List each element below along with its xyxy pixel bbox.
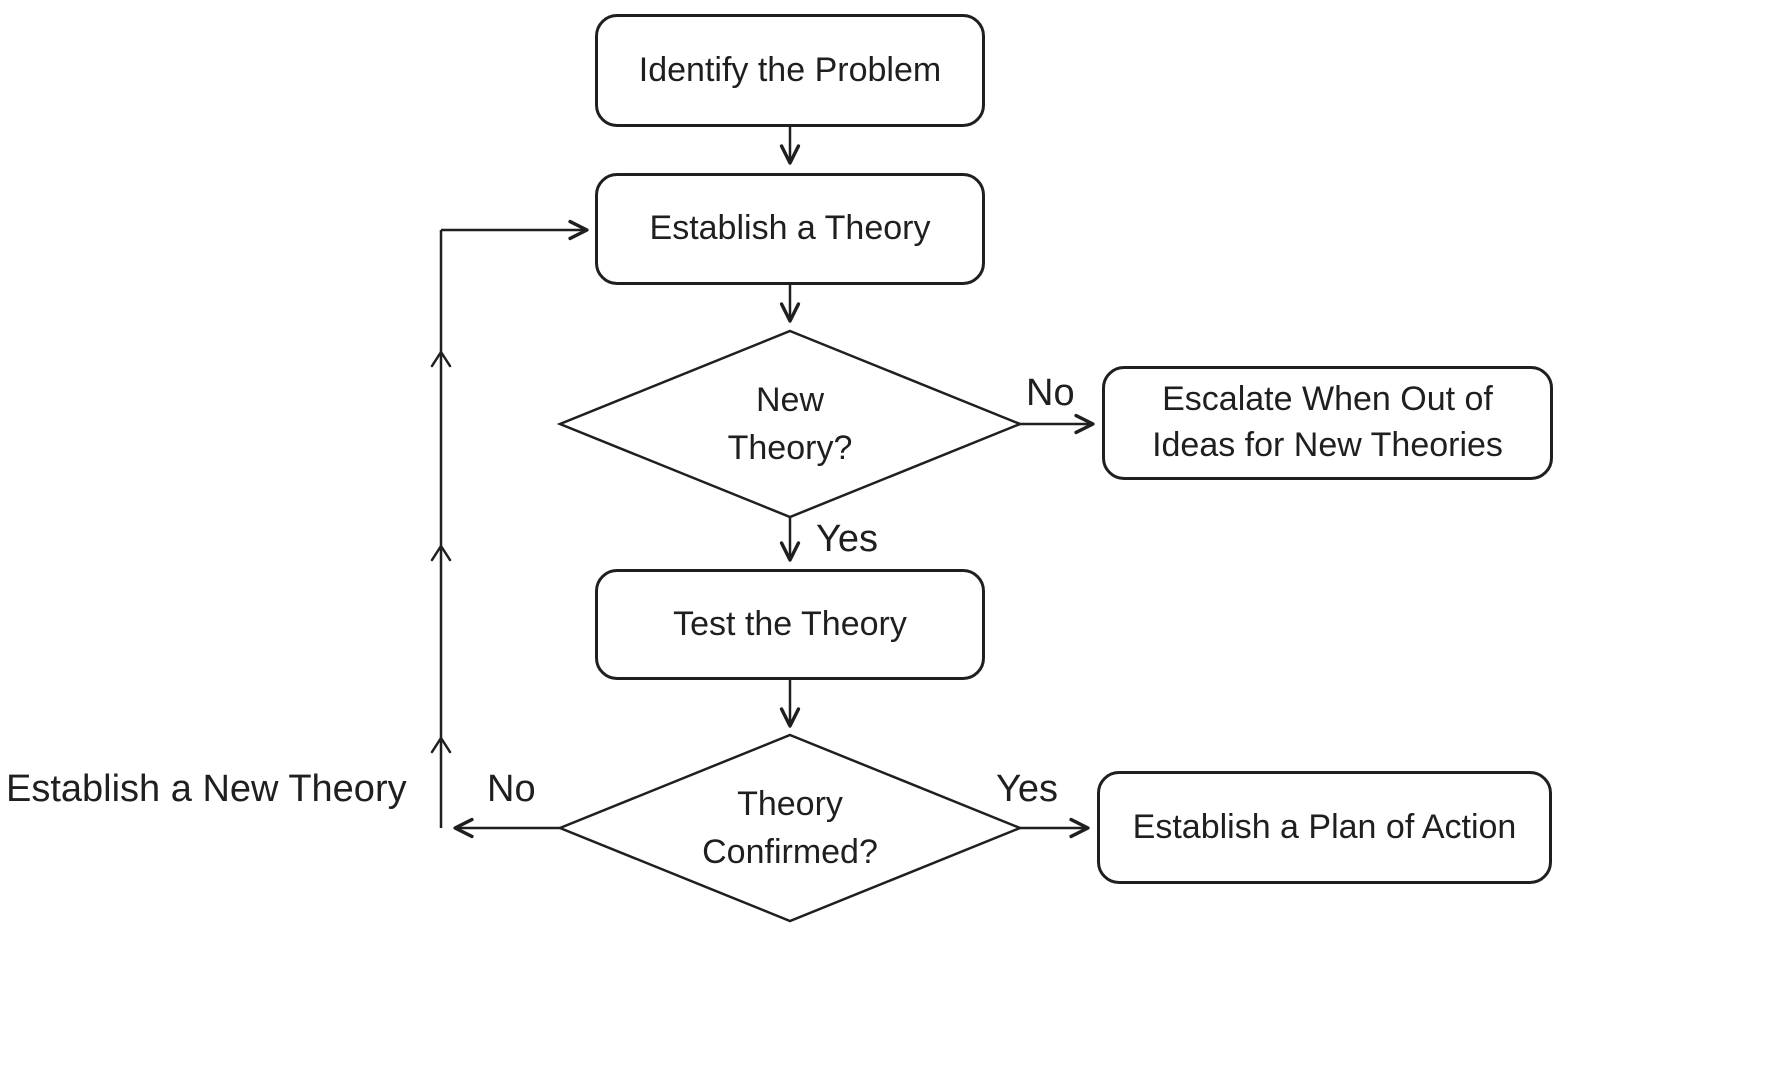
node-establish-theory: Establish a Theory (595, 173, 985, 285)
node-test-the-theory: Test the Theory (595, 569, 985, 680)
edge-label-new-theory-no: No (1026, 372, 1075, 414)
theory-confirmed-diamond (556, 733, 1024, 923)
node-escalate-when-out-of-ideas: Escalate When Out of Ideas for New Theor… (1102, 366, 1553, 480)
node-escalate-label: Escalate When Out of Ideas for New Theor… (1152, 380, 1503, 464)
node-establish-plan-of-action: Establish a Plan of Action (1097, 771, 1552, 884)
loop-up-arrowhead-2 (430, 544, 452, 562)
edge-label-theory-confirmed-yes: Yes (996, 768, 1058, 810)
loop-annotation-establish-new-theory: Establish a New Theory (6, 768, 407, 810)
node-establish-theory-label: Establish a Theory (649, 209, 931, 248)
node-identify-problem-label: Identify the Problem (638, 50, 942, 89)
decision-new-theory-label: New Theory? (727, 381, 853, 467)
decision-theory-confirmed-label: Theory Confirmed? (702, 785, 878, 871)
node-establish-plan-of-action-label: Establish a Plan of Action (1132, 807, 1517, 846)
node-identify-problem: Identify the Problem (595, 14, 985, 127)
loop-up-arrowhead-1 (430, 350, 452, 368)
node-test-the-theory-label: Test the Theory (673, 604, 907, 643)
edge-label-new-theory-yes: Yes (816, 518, 878, 560)
loop-up-arrowhead-3 (430, 736, 452, 754)
edge-label-theory-confirmed-no: No (487, 768, 536, 810)
